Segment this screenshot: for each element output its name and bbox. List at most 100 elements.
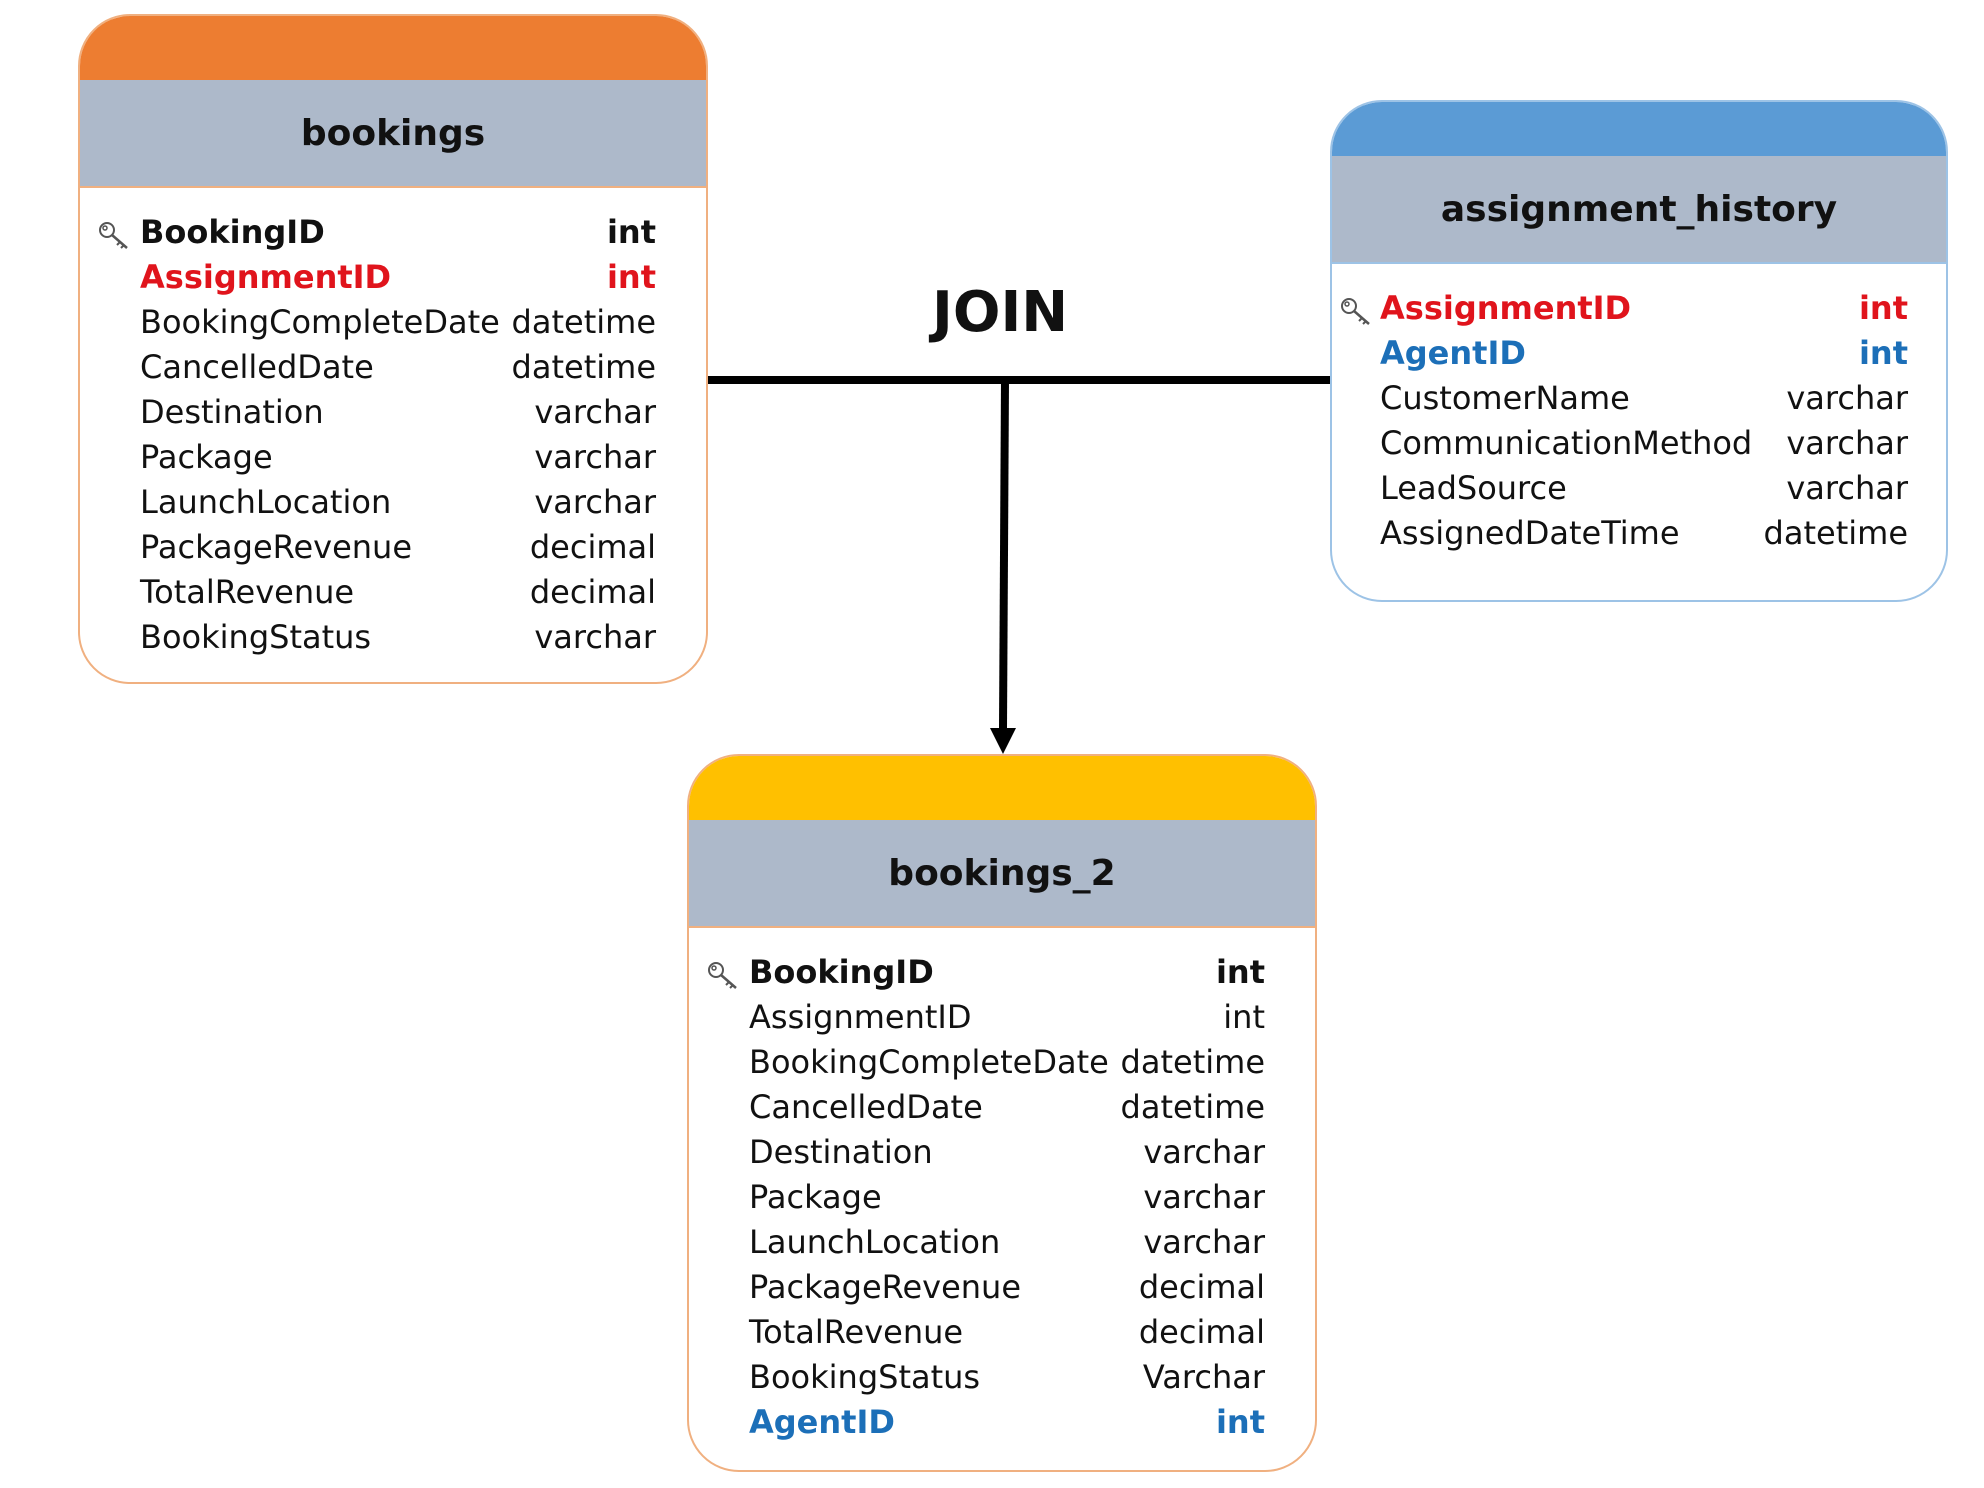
field-row: BookingID int xyxy=(80,210,706,255)
field-name: BookingStatus xyxy=(749,1358,981,1396)
field-type: varchar xyxy=(1786,469,1908,507)
field-name: AssignmentID xyxy=(749,998,972,1036)
field-name: AgentID xyxy=(1380,334,1526,372)
field-row: LeadSource varchar xyxy=(1332,466,1946,511)
field-name: CommunicationMethod xyxy=(1380,424,1753,462)
field-name: LaunchLocation xyxy=(749,1223,1001,1261)
field-row: Destination varchar xyxy=(689,1130,1315,1175)
field-row: Package varchar xyxy=(689,1175,1315,1220)
field-name: CancelledDate xyxy=(749,1088,983,1126)
field-type: int xyxy=(1223,998,1265,1036)
field-name: AgentID xyxy=(749,1403,895,1441)
field-type: varchar xyxy=(1143,1223,1265,1261)
field-type: datetime xyxy=(511,348,656,386)
field-name: Destination xyxy=(140,393,324,431)
primary-key-icon xyxy=(707,958,739,989)
field-row: AssignmentID int xyxy=(80,255,706,300)
field-row: AssignmentID int xyxy=(1332,286,1946,331)
field-type: datetime xyxy=(1120,1043,1265,1081)
join-arrowhead xyxy=(990,728,1016,754)
field-name: Package xyxy=(140,438,273,476)
bookings-table-title: bookings xyxy=(80,80,706,188)
field-name: AssignedDateTime xyxy=(1380,514,1680,552)
field-row: AgentID int xyxy=(1332,331,1946,376)
field-type: decimal xyxy=(529,528,656,566)
field-row: CancelledDate datetime xyxy=(689,1085,1315,1130)
field-type: int xyxy=(1858,334,1908,372)
field-type: int xyxy=(1215,953,1265,991)
field-row: PackageRevenue decimal xyxy=(80,525,706,570)
field-row: TotalRevenue decimal xyxy=(80,570,706,615)
assignment-history-table-title: assignment_history xyxy=(1332,156,1946,264)
field-row: CommunicationMethod varchar xyxy=(1332,421,1946,466)
field-name: BookingCompleteDate xyxy=(140,303,500,341)
field-row: AssignedDateTime datetime xyxy=(1332,511,1946,556)
field-type: Varchar xyxy=(1142,1358,1265,1396)
field-type: varchar xyxy=(534,393,656,431)
field-row: CancelledDate datetime xyxy=(80,345,706,390)
bookings-table-top-band xyxy=(80,16,706,80)
field-name: LeadSource xyxy=(1380,469,1567,507)
field-type: decimal xyxy=(529,573,656,611)
field-type: datetime xyxy=(1763,514,1908,552)
field-type: varchar xyxy=(1786,379,1908,417)
field-type: datetime xyxy=(1120,1088,1265,1126)
field-row: AssignmentID int xyxy=(689,995,1315,1040)
bookings-2-table-title: bookings_2 xyxy=(689,820,1315,928)
field-name: AssignmentID xyxy=(140,258,392,296)
field-type: int xyxy=(606,213,656,251)
field-row: BookingCompleteDate datetime xyxy=(689,1040,1315,1085)
join-label: JOIN xyxy=(932,280,1069,345)
field-row: BookingID int xyxy=(689,950,1315,995)
field-name: Destination xyxy=(749,1133,933,1171)
field-row: AgentID int xyxy=(689,1400,1315,1445)
field-row: PackageRevenue decimal xyxy=(689,1265,1315,1310)
field-name: TotalRevenue xyxy=(140,573,355,611)
field-row: Destination varchar xyxy=(80,390,706,435)
field-name: PackageRevenue xyxy=(140,528,412,566)
field-row: LaunchLocation varchar xyxy=(689,1220,1315,1265)
field-name: BookingCompleteDate xyxy=(749,1043,1109,1081)
field-name: LaunchLocation xyxy=(140,483,392,521)
primary-key-icon xyxy=(98,218,130,249)
field-type: varchar xyxy=(1143,1133,1265,1171)
field-row: BookingStatus varchar xyxy=(80,615,706,660)
field-type: varchar xyxy=(1143,1178,1265,1216)
field-name: PackageRevenue xyxy=(749,1268,1021,1306)
field-row: CustomerName varchar xyxy=(1332,376,1946,421)
join-arrow-shaft xyxy=(999,379,1009,729)
field-row: LaunchLocation varchar xyxy=(80,480,706,525)
field-type: int xyxy=(1215,1403,1265,1441)
field-name: BookingID xyxy=(140,213,325,251)
field-type: datetime xyxy=(511,303,656,341)
field-name: BookingStatus xyxy=(140,618,372,656)
field-type: varchar xyxy=(534,618,656,656)
assignment-history-table-top-band xyxy=(1332,102,1946,156)
field-type: varchar xyxy=(534,438,656,476)
field-type: int xyxy=(1858,289,1908,327)
field-type: int xyxy=(606,258,656,296)
field-name: AssignmentID xyxy=(1380,289,1632,327)
field-name: BookingID xyxy=(749,953,934,991)
field-row: TotalRevenue decimal xyxy=(689,1310,1315,1355)
field-type: decimal xyxy=(1138,1268,1265,1306)
field-row: Package varchar xyxy=(80,435,706,480)
field-type: varchar xyxy=(1786,424,1908,462)
field-type: varchar xyxy=(534,483,656,521)
field-row: BookingCompleteDate datetime xyxy=(80,300,706,345)
bookings-2-table-top-band xyxy=(689,756,1315,820)
primary-key-icon xyxy=(1340,294,1372,325)
field-type: decimal xyxy=(1138,1313,1265,1351)
field-name: Package xyxy=(749,1178,882,1216)
field-name: CancelledDate xyxy=(140,348,374,386)
field-name: CustomerName xyxy=(1380,379,1630,417)
field-row: BookingStatus Varchar xyxy=(689,1355,1315,1400)
field-name: TotalRevenue xyxy=(749,1313,964,1351)
